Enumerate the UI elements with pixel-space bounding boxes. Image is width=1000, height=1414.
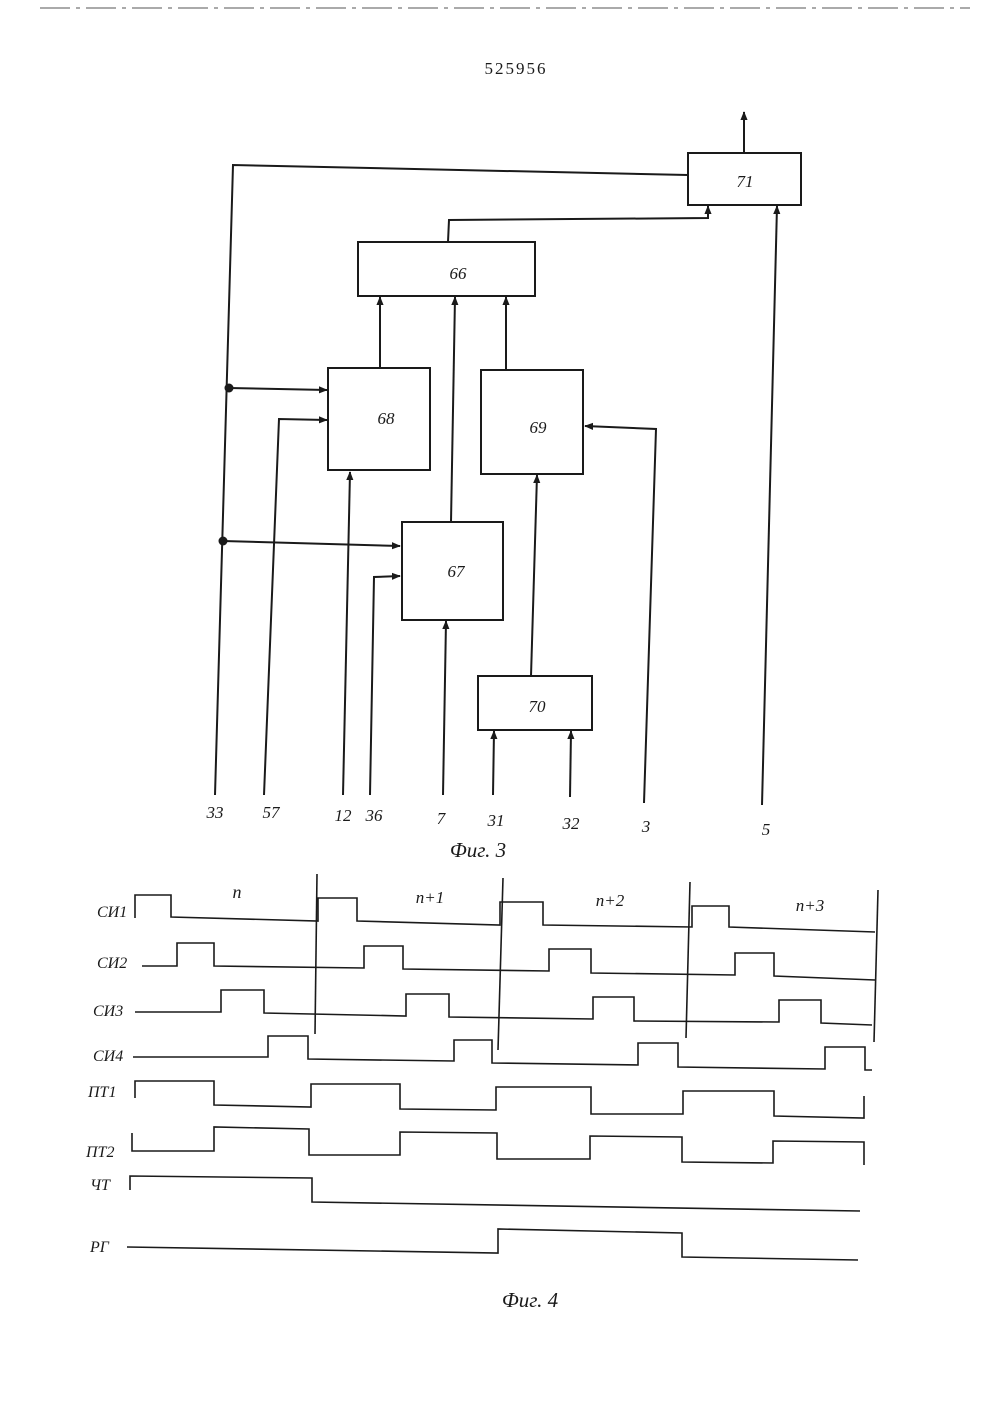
wire-57 xyxy=(264,419,327,795)
waveform-rg xyxy=(127,1229,858,1260)
signal-label-si1: СИ1 xyxy=(97,904,127,921)
wire-66-to-71 xyxy=(448,206,708,242)
input-label-31: 31 xyxy=(487,811,505,830)
block-66 xyxy=(358,242,535,296)
input-label-33: 33 xyxy=(206,803,224,822)
wire-31 xyxy=(493,731,494,795)
block-66-label: 66 xyxy=(450,264,468,283)
junction-dot-upper xyxy=(225,384,234,393)
block-69-label: 69 xyxy=(530,418,548,437)
wire-12 xyxy=(343,472,350,795)
signal-label-cht: ЧТ xyxy=(90,1177,111,1194)
period-label-n-plus-1: n+1 xyxy=(416,888,444,907)
signal-label-pt1: ПТ1 xyxy=(87,1084,116,1101)
input-label-36: 36 xyxy=(365,806,384,825)
period-label-n-plus-2: n+2 xyxy=(596,891,625,910)
signal-label-si2: СИ2 xyxy=(97,955,127,972)
input-label-57: 57 xyxy=(263,803,282,822)
waveform-pt1 xyxy=(135,1081,864,1118)
input-label-12: 12 xyxy=(335,806,353,825)
block-68-label: 68 xyxy=(378,409,396,428)
input-label-32: 32 xyxy=(562,814,581,833)
wire-33-to-68 xyxy=(229,388,327,390)
figure-4-caption: Фиг. 4 xyxy=(502,1288,559,1312)
junction-dot-lower xyxy=(219,537,228,546)
period-label-n: n xyxy=(233,882,242,902)
period-label-n-plus-3: n+3 xyxy=(796,896,824,915)
wire-3 xyxy=(585,426,656,803)
wire-5 xyxy=(762,206,777,805)
waveform-si4 xyxy=(133,1036,872,1070)
period-divider-1 xyxy=(315,874,317,1034)
wire-7 xyxy=(443,621,446,795)
period-divider-end xyxy=(874,890,878,1042)
block-70-label: 70 xyxy=(529,697,547,716)
waveform-si3 xyxy=(135,990,872,1025)
waveform-pt2 xyxy=(132,1127,864,1165)
wire-36 xyxy=(370,576,400,795)
wire-70-to-69 xyxy=(531,475,537,676)
input-label-5: 5 xyxy=(762,820,771,839)
signal-label-rg: РГ xyxy=(89,1239,110,1256)
wire-67-to-66 xyxy=(451,297,455,522)
waveform-si2 xyxy=(142,943,875,980)
signal-label-si3: СИ3 xyxy=(93,1003,123,1020)
block-71-label: 71 xyxy=(737,172,754,191)
input-label-7: 7 xyxy=(437,809,447,828)
signal-label-pt2: ПТ2 xyxy=(85,1144,114,1161)
input-label-3: 3 xyxy=(641,817,651,836)
figure-4-timing-diagram: n n+1 n+2 n+3 СИ1 СИ2 СИ3 СИ4 ПТ1 ПТ2 ЧТ… xyxy=(85,874,878,1312)
wire-33-to-67 xyxy=(223,541,400,546)
signal-label-si4: СИ4 xyxy=(93,1048,123,1065)
wire-32 xyxy=(570,731,571,797)
block-67-label: 67 xyxy=(448,562,467,581)
figure-3-block-diagram: 71 66 68 69 67 70 xyxy=(206,112,802,862)
figure-3-caption: Фиг. 3 xyxy=(450,838,506,862)
document-number: 525956 xyxy=(485,59,548,78)
period-divider-3 xyxy=(686,882,690,1038)
waveform-si1 xyxy=(135,895,875,932)
waveform-cht xyxy=(130,1176,860,1211)
